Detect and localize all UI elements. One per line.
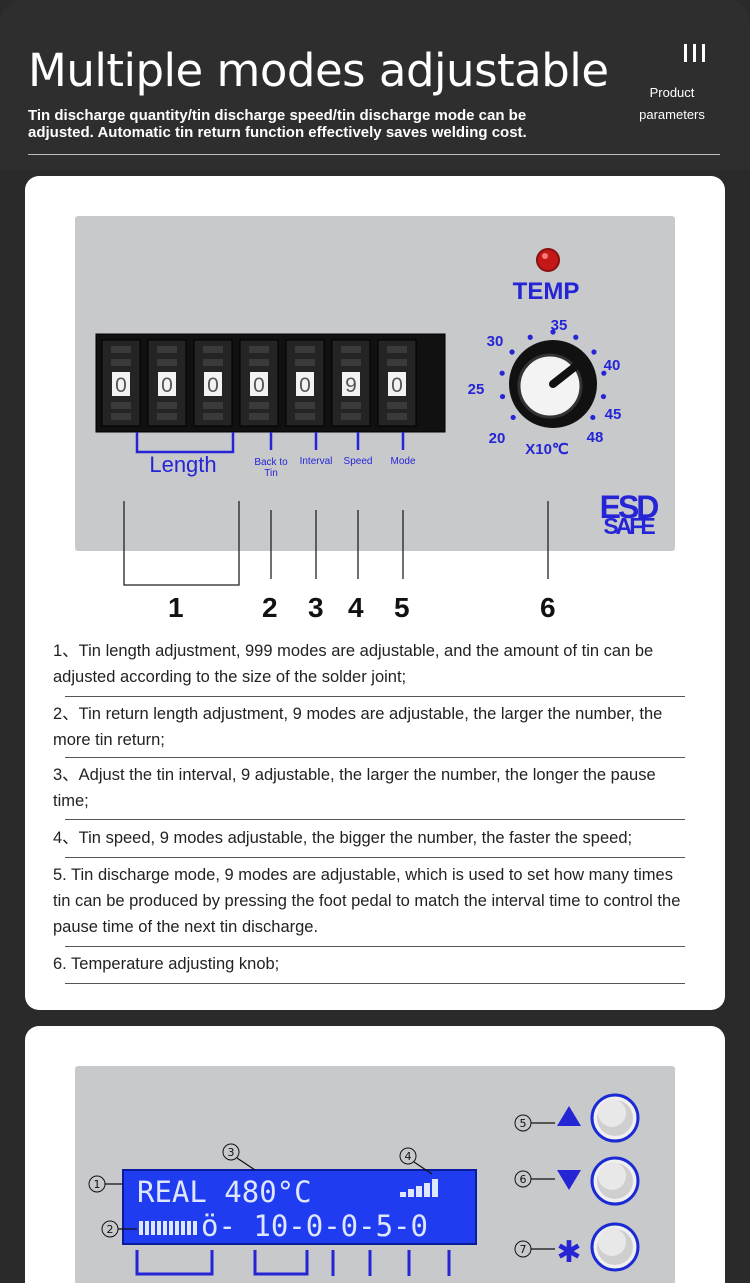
- length-label: Length: [149, 452, 216, 477]
- dial-tick: [499, 393, 506, 400]
- description-1: 1、Tin length adjustment, 999 modes are a…: [53, 642, 654, 686]
- up-arrow-icon: [557, 1106, 581, 1126]
- description-divider: [65, 983, 685, 984]
- description-divider: [65, 757, 685, 758]
- digit-switch[interactable]: 0: [285, 339, 325, 427]
- lcd-callout-1: 1: [94, 1178, 101, 1191]
- speed-label: Speed: [344, 456, 373, 467]
- description-divider: [65, 819, 685, 820]
- callout-6: 6: [540, 592, 556, 623]
- description-4: 4、Tin speed, 9 modes adjustable, the big…: [53, 829, 633, 847]
- callout-3: 3: [308, 592, 324, 623]
- level-bar-icon: [139, 1221, 197, 1235]
- lcd-callout-4: 4: [405, 1150, 412, 1163]
- control-panel-card: 0 0 0 0 0 9 0 Length Back to Tin Interval Spee…: [25, 176, 725, 1010]
- dial-20: 20: [489, 430, 506, 447]
- description-2: 2、Tin return length adjustment, 9 modes …: [53, 705, 663, 749]
- esd-logo-line1: ESD: [600, 489, 659, 525]
- digit-switch[interactable]: 9: [331, 339, 371, 427]
- menu-icon[interactable]: [684, 44, 706, 62]
- dial-tick: [601, 370, 607, 376]
- digit-value: 0: [391, 374, 403, 397]
- digit-value: 0: [115, 374, 127, 397]
- page-title: Multiple modes adjustable: [28, 44, 609, 97]
- dial-tick: [591, 349, 597, 355]
- digit-value: 9: [345, 374, 357, 397]
- digit-switch[interactable]: 0: [239, 339, 279, 427]
- lcd-panel-image: REAL 480°C ö- 10-0-0-5-0: [75, 1066, 675, 1283]
- description-divider: [65, 946, 685, 947]
- page-subtitle: Tin discharge quantity/tin discharge spe…: [28, 107, 527, 141]
- dial-tick: [510, 414, 516, 421]
- up-button[interactable]: [590, 1093, 640, 1143]
- digit-switch[interactable]: 0: [193, 339, 233, 427]
- digit-switch[interactable]: 0: [101, 339, 141, 427]
- interval-label: Interval: [300, 456, 333, 467]
- digit-value: 0: [299, 374, 311, 397]
- dial-unit: X10℃: [525, 441, 569, 458]
- dial-tick: [550, 329, 556, 335]
- dial-tick: [509, 349, 515, 355]
- control-panel-illustration: 0 0 0 0 0 9 0 Length Back to Tin Interval Spee…: [95, 248, 661, 539]
- description-5: 5. Tin discharge mode, 9 modes are adjus…: [53, 866, 681, 936]
- dial-tick: [499, 370, 505, 376]
- digit-value: 0: [253, 374, 265, 397]
- lcd-line-2: ö- 10-0-0-5-0: [201, 1209, 428, 1243]
- lcd-callout-5: 5: [520, 1117, 527, 1130]
- digit-value: 0: [207, 374, 219, 397]
- dial-25: 25: [468, 381, 485, 398]
- temp-led: [536, 248, 560, 272]
- lcd-panel-illustration: REAL 480°C ö- 10-0-0-5-0: [88, 1093, 640, 1276]
- callout-2: 2: [262, 592, 278, 623]
- lcd-callout-6: 6: [520, 1173, 527, 1186]
- length-bracket: [135, 432, 235, 454]
- digit-switch[interactable]: 0: [377, 339, 417, 427]
- dial-tick: [573, 334, 579, 340]
- description-3: 3、Adjust the tin interval, 9 adjustable,…: [53, 766, 656, 810]
- down-button[interactable]: [590, 1156, 640, 1206]
- callout-1: 1: [168, 592, 184, 623]
- temp-label: TEMP: [513, 278, 580, 305]
- lcd-callout-2: 2: [107, 1223, 114, 1236]
- dial-tick: [527, 334, 533, 340]
- header: Multiple modes adjustable Tin discharge …: [0, 0, 750, 170]
- lcd-line-1: REAL 480°C: [137, 1175, 312, 1209]
- back-to-tin-label-1: Back to: [254, 457, 288, 468]
- signal-bars-icon: [400, 1179, 438, 1197]
- control-panel-image: 0 0 0 0 0 9 0 Length Back to Tin Interval Spee…: [75, 216, 675, 551]
- dial-48: 48: [587, 429, 604, 446]
- dial-40: 40: [604, 357, 621, 374]
- dial-tick: [600, 393, 607, 400]
- callout-leaders: [123, 501, 549, 586]
- callout-4: 4: [348, 592, 364, 623]
- mode-label: Mode: [390, 456, 415, 467]
- description-6: 6. Temperature adjusting knob;: [53, 955, 280, 973]
- description-divider: [65, 696, 685, 697]
- product-parameters-link[interactable]: Product parameters: [639, 85, 705, 122]
- esd-logo-line2: SAFE: [603, 513, 655, 539]
- lcd-callout-3: 3: [228, 1146, 235, 1159]
- header-divider: [28, 154, 720, 155]
- asterisk-icon: ✱: [556, 1235, 581, 1270]
- down-arrow-icon: [557, 1170, 581, 1190]
- callout-5: 5: [394, 592, 410, 623]
- back-to-tin-label-2: Tin: [264, 468, 278, 479]
- dial-30: 30: [487, 333, 504, 350]
- dial-35: 35: [551, 317, 568, 334]
- dial-45: 45: [605, 406, 622, 423]
- description-divider: [65, 857, 685, 858]
- set-button[interactable]: [590, 1222, 640, 1272]
- lcd-panel-card: REAL 480°C ö- 10-0-0-5-0: [25, 1026, 725, 1283]
- lcd-callout-7: 7: [520, 1243, 527, 1256]
- digit-switch[interactable]: 0: [147, 339, 187, 427]
- dial-tick: [590, 414, 596, 421]
- digit-value: 0: [161, 374, 173, 397]
